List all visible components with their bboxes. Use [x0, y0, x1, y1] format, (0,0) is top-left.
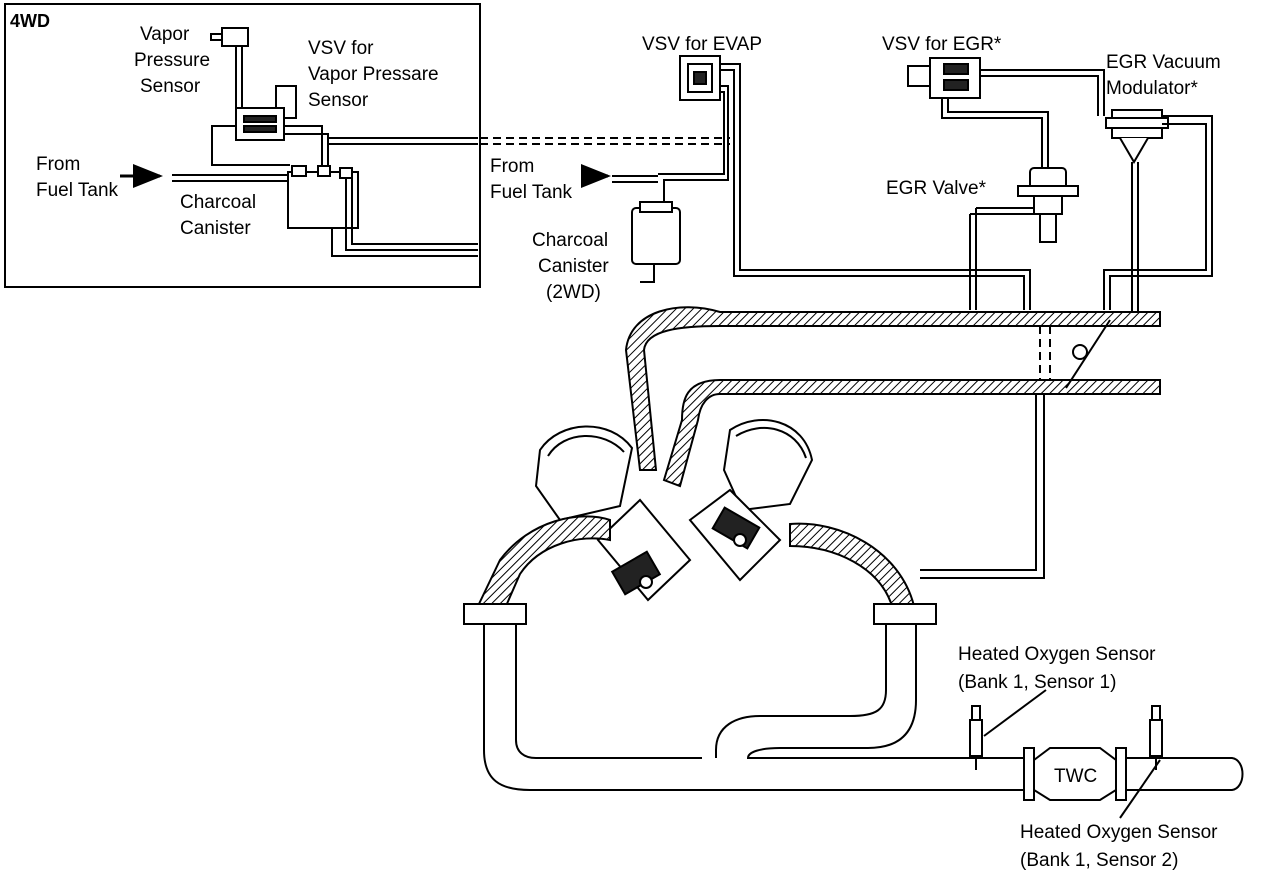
- inset-title: 4WD: [10, 11, 50, 31]
- vsv-vapor-icon: [235, 85, 297, 141]
- vapor-pressure-sensor-label: Vapor Pressure Sensor: [134, 24, 215, 97]
- egr-valve-icon: [969, 167, 1079, 310]
- exhaust-system: TWC: [463, 603, 1244, 819]
- from-fuel-tank-2wd-label: From Fuel Tank: [490, 156, 573, 203]
- from-fuel-tank-4wd-label: From Fuel Tank: [36, 154, 119, 201]
- egr-vacuum-modulator-icon: [1103, 109, 1213, 310]
- charcoal-canister-4wd-icon: [287, 165, 478, 257]
- charcoal-canister-4wd-label: Charcoal Canister: [180, 192, 261, 239]
- charcoal-canister-2wd-icon: [631, 201, 681, 283]
- egr-valve-label: EGR Valve*: [886, 178, 987, 199]
- charcoal-canister-2wd-label: Charcoal Canister (2WD): [532, 230, 614, 303]
- twc-label: TWC: [1054, 766, 1097, 787]
- engine-block: [476, 419, 916, 607]
- vsv-evap-label: VSV for EVAP: [642, 34, 762, 55]
- vsv-egr-label: VSV for EGR*: [882, 34, 1002, 55]
- vsv-egr-icon: [907, 57, 1105, 168]
- oxygen-sensor-1-icon: [969, 705, 983, 770]
- vsv-evap-icon: [658, 55, 1031, 310]
- vapor-pressure-sensor-icon: [210, 27, 249, 110]
- oxygen-sensor-2-icon: [1149, 705, 1163, 770]
- twc-icon: [1033, 747, 1117, 801]
- ho2s-1-label: Heated Oxygen Sensor (Bank 1, Sensor 1): [958, 644, 1161, 693]
- ho2s-2-label: Heated Oxygen Sensor (Bank 1, Sensor 2): [1020, 822, 1223, 871]
- intake-manifold: [624, 290, 1161, 579]
- inset-4wd: 4WD: [4, 3, 481, 288]
- vsv-vapor-label: VSV for Vapor Pressare Sensor: [308, 38, 444, 111]
- egr-vacuum-modulator-label: EGR Vacuum Modulator*: [1106, 52, 1226, 99]
